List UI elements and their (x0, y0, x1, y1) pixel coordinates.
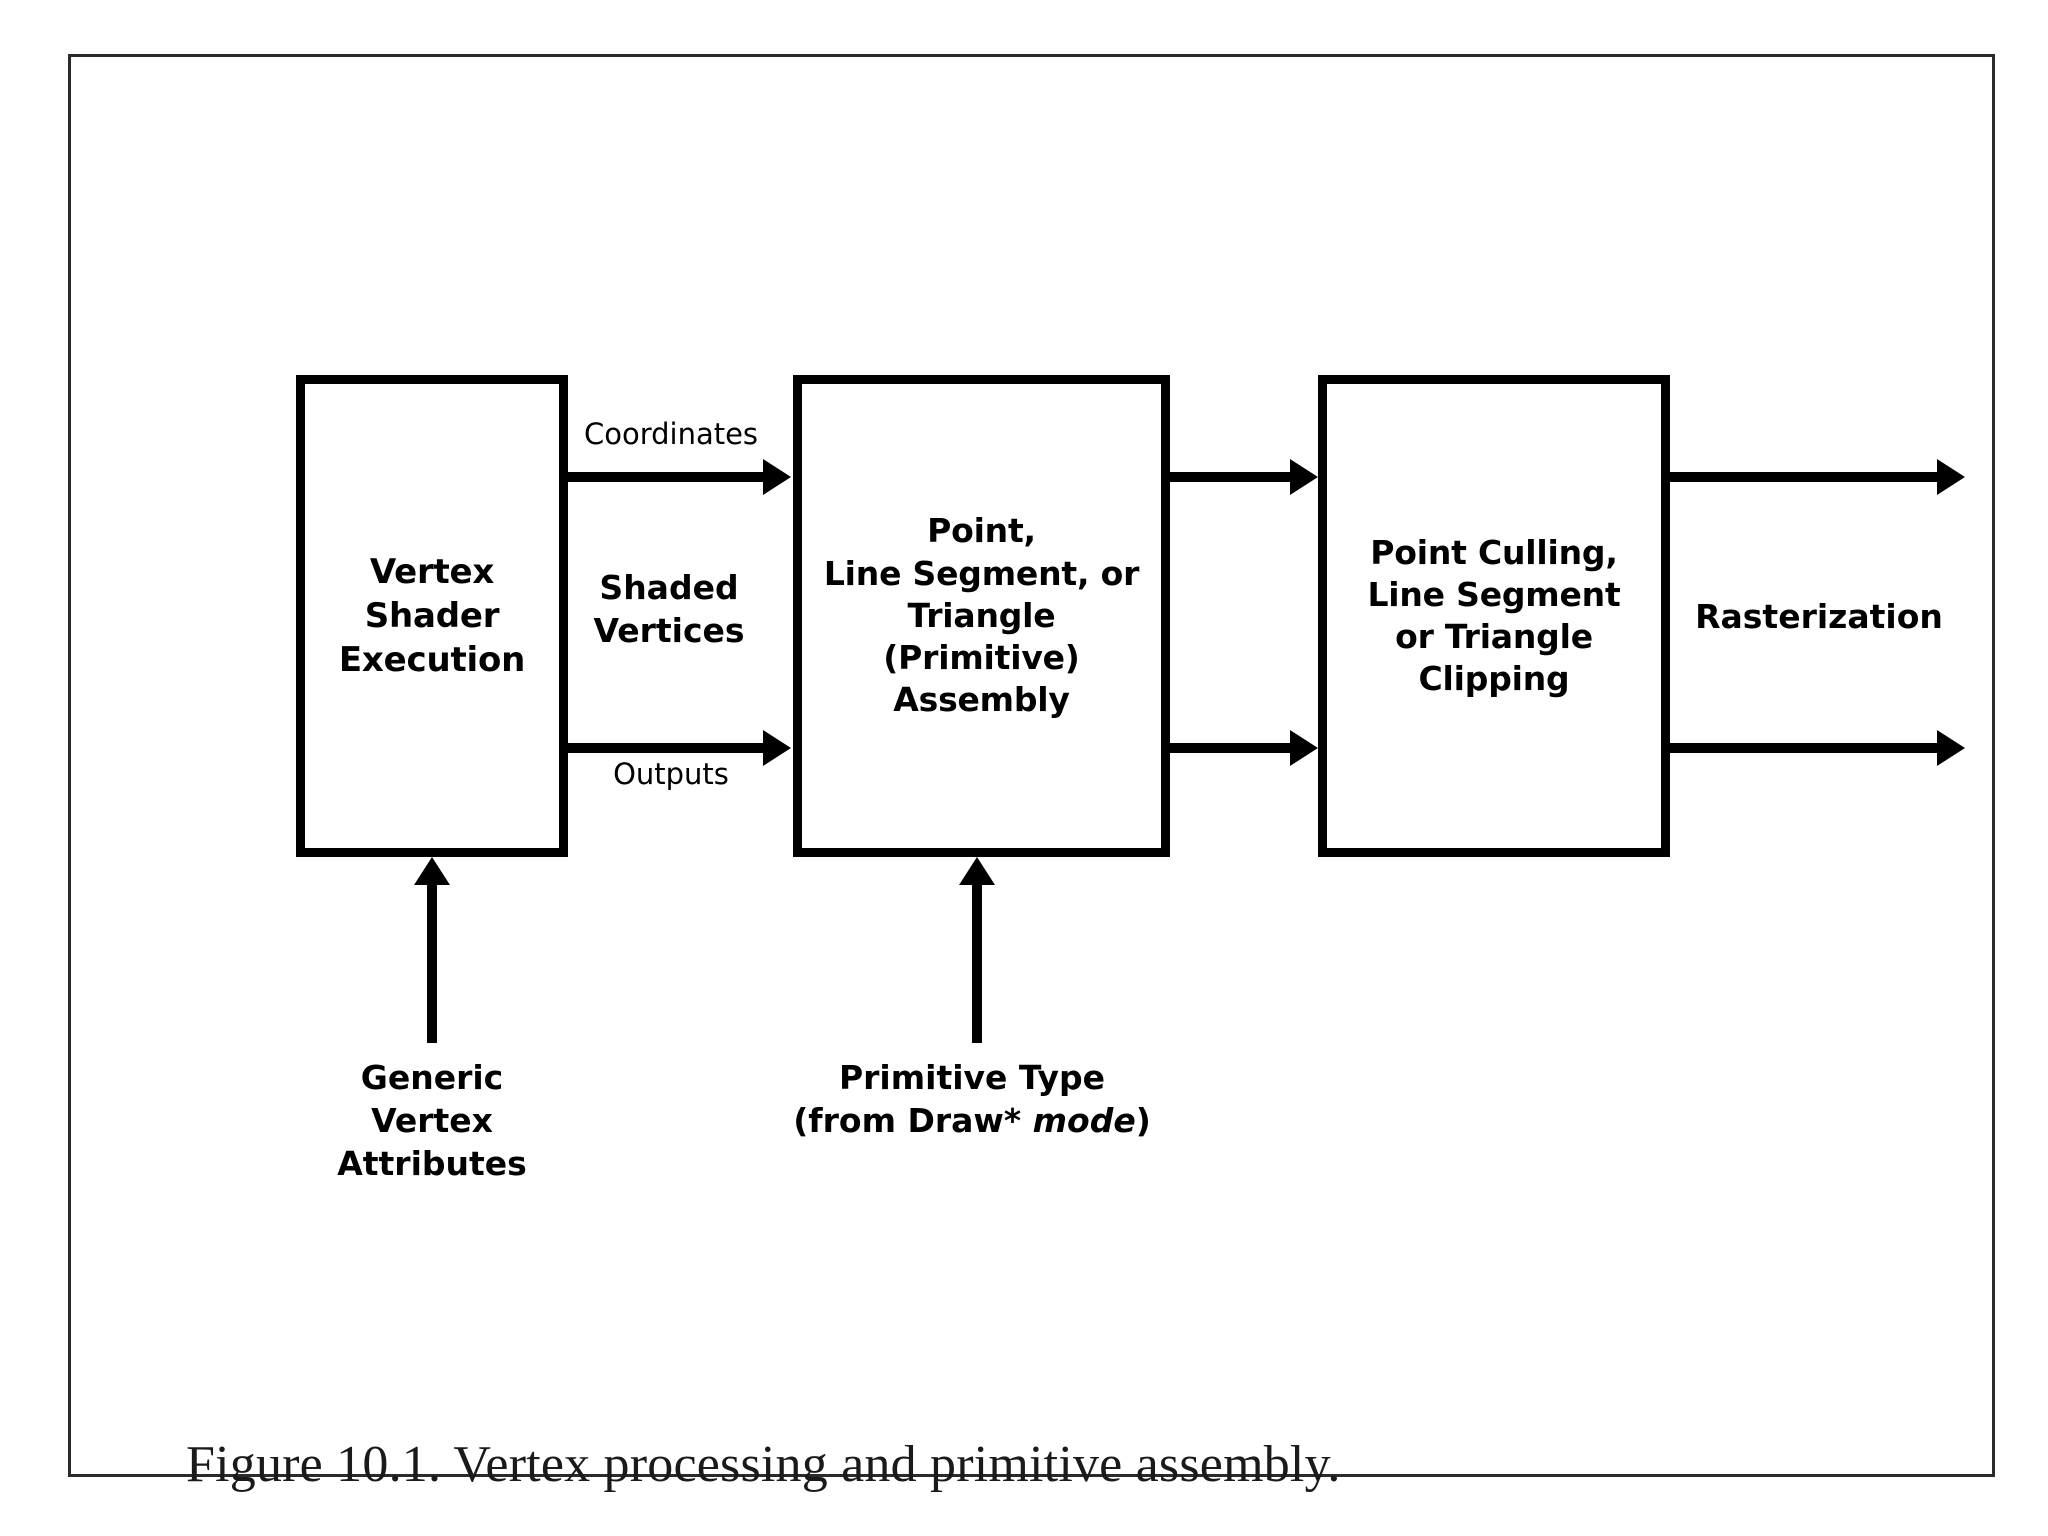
input-label-primitive-type: Primitive Type(from Draw* mode) (772, 1057, 1172, 1143)
arrow-generic-vertex-attributes (427, 883, 437, 1043)
stage-label-clipping: Point Culling, Line Segment or Triangle … (1367, 532, 1621, 699)
input-label-generic-vertex-attributes: Generic Vertex Attributes (337, 1058, 527, 1183)
input-label-primitive-type-mode: mode (1032, 1100, 1136, 1140)
arrow-clipping-to-rasterization-bottom (1667, 743, 1939, 753)
flow-label-rasterization: Rasterization (1695, 597, 1943, 636)
flow-label-outputs: Outputs (613, 757, 729, 791)
flow-label-coordinates: Coordinates (583, 417, 759, 451)
input-label-primitive-type-line1: Primitive Type (838, 1058, 1106, 1097)
page-border-frame: Vertex Shader Execution Point, Line Segm… (68, 54, 1995, 1493)
arrow-coordinates (565, 472, 765, 482)
stage-label-primitive-assembly: Point, Line Segment, or Triangle (Primit… (823, 511, 1140, 720)
arrow-assembly-to-clipping-bottom (1168, 743, 1292, 753)
stage-label-vertex-shader-execution: Vertex Shader Execution (338, 551, 526, 681)
flow-label-shaded-vertices: Shaded Vertices (593, 568, 745, 650)
input-label-primitive-type-line2-prefix: (from Draw* (793, 1100, 1033, 1140)
stage-box-clipping: Point Culling, Line Segment or Triangle … (1318, 375, 1670, 857)
arrow-assembly-to-clipping-top (1168, 472, 1292, 482)
arrow-primitive-type (972, 883, 982, 1043)
figure-caption: Figure 10.1. Vertex processing and primi… (186, 1436, 1341, 1493)
stage-box-primitive-assembly: Point, Line Segment, or Triangle (Primit… (793, 375, 1170, 857)
input-label-primitive-type-line2-suffix: ) (1135, 1100, 1151, 1140)
arrow-outputs (565, 743, 765, 753)
arrow-clipping-to-rasterization-top (1667, 472, 1939, 482)
stage-box-vertex-shader-execution: Vertex Shader Execution (296, 375, 568, 857)
